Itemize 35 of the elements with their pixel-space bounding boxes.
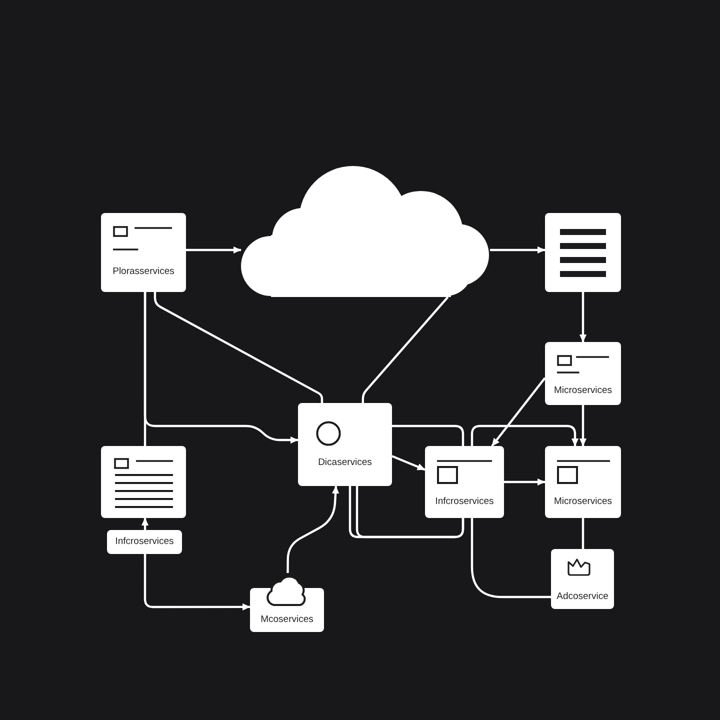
cloud-shape [241,165,490,297]
service-card [101,446,186,518]
arrow [141,518,149,530]
arrow [579,292,587,342]
service-card [298,403,392,486]
arrow [144,292,298,444]
arrow [504,478,546,486]
service-card [101,213,186,292]
service-card [545,342,621,405]
connector-line [362,296,449,404]
arrow [470,424,579,446]
arrow [186,246,242,254]
service-card [545,213,621,292]
service-card [551,549,614,609]
arrow [490,246,546,254]
node-label: Dicaservices [318,457,372,469]
node-label: Infcroservices [435,496,494,508]
node-label: Microservices [554,496,612,508]
arrow [392,455,426,471]
service-card [425,446,504,518]
arrow [144,554,250,611]
arrow [286,486,340,574]
node-label: Microservices [554,385,612,397]
connector-line [470,518,551,598]
arrow [491,377,546,447]
connector-line [582,518,584,549]
node-label: Mcoservices [260,614,314,626]
arrow [579,405,587,446]
connector-line [392,424,464,446]
connector-line [154,292,324,403]
node-label: Adcoservice [556,591,608,603]
node-label: Infcroservices [115,536,174,548]
service-card [107,530,182,554]
service-card [545,446,621,518]
node-label: Plorasservices [112,266,174,278]
